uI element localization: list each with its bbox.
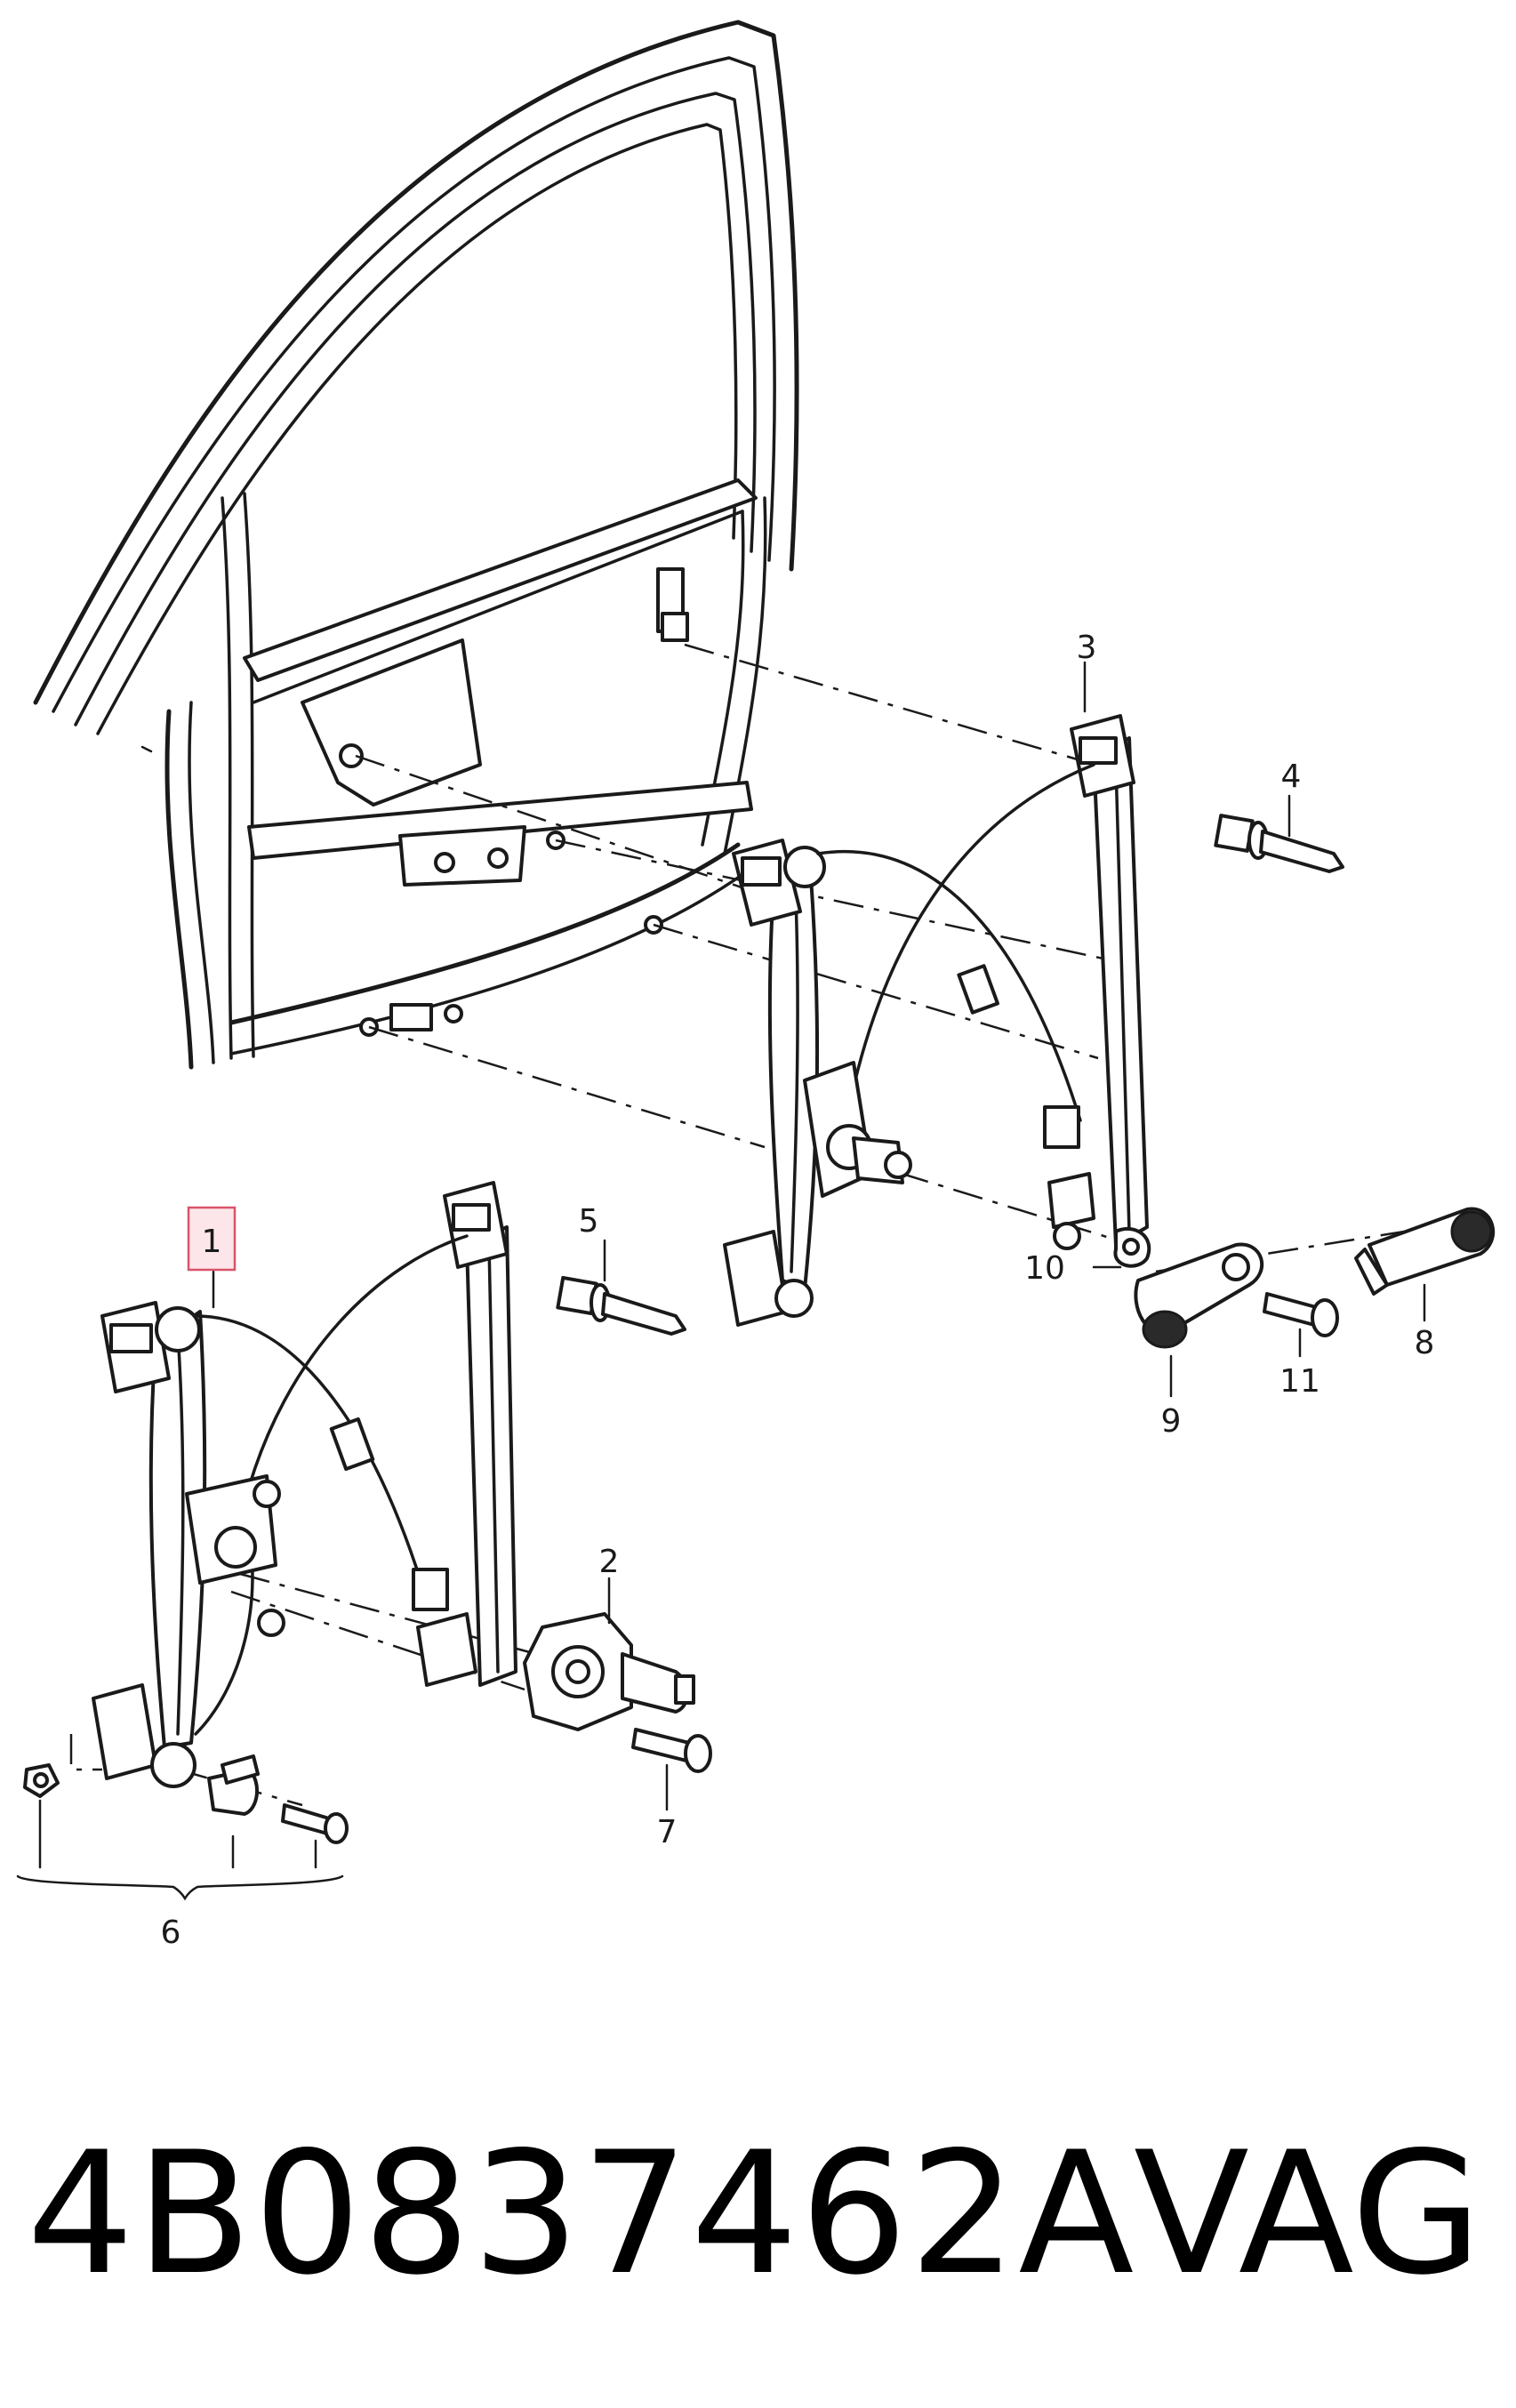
footer-caption: 4B0837462A VAG bbox=[27, 2099, 1494, 2365]
small-parts-6 bbox=[23, 1754, 349, 1844]
callout-labels: 1 2 3 4 5 6 7 8 9 10 11 bbox=[161, 630, 1435, 1951]
bolt-7 bbox=[631, 1728, 712, 1773]
crank-handle-9 bbox=[1134, 1242, 1264, 1349]
rivet-4 bbox=[1214, 814, 1344, 873]
upper-window-regulator bbox=[723, 714, 1149, 1327]
rivet-5 bbox=[556, 1275, 686, 1336]
washer-10 bbox=[1113, 1226, 1151, 1268]
callout-7: 7 bbox=[657, 1814, 678, 1850]
callout-4: 4 bbox=[1281, 759, 1302, 795]
callout-11: 11 bbox=[1279, 1363, 1320, 1400]
brand-name: VAG bbox=[1134, 2115, 1482, 2312]
callout-6: 6 bbox=[161, 1914, 181, 1951]
callout-3: 3 bbox=[1077, 630, 1097, 666]
callout-2: 2 bbox=[599, 1544, 620, 1580]
callout-8: 8 bbox=[1415, 1325, 1435, 1361]
callout-5: 5 bbox=[579, 1203, 599, 1240]
handle-cover-8 bbox=[1354, 1207, 1496, 1296]
callout-1: 1 bbox=[202, 1224, 222, 1260]
screw-11 bbox=[1263, 1292, 1339, 1337]
highlight-box-1 bbox=[187, 1206, 237, 1272]
callout-9: 9 bbox=[1161, 1403, 1182, 1440]
part-number: 4B0837462A bbox=[27, 2115, 1136, 2312]
callout-10: 10 bbox=[1024, 1250, 1065, 1287]
leader-lines bbox=[16, 661, 1426, 1901]
lower-window-regulator bbox=[92, 1181, 517, 1788]
motor-2 bbox=[523, 1612, 695, 1731]
exploded-parts-diagram: 1 2 3 4 5 6 7 8 9 10 11 bbox=[16, 20, 1496, 1951]
door-frame bbox=[33, 20, 799, 1070]
